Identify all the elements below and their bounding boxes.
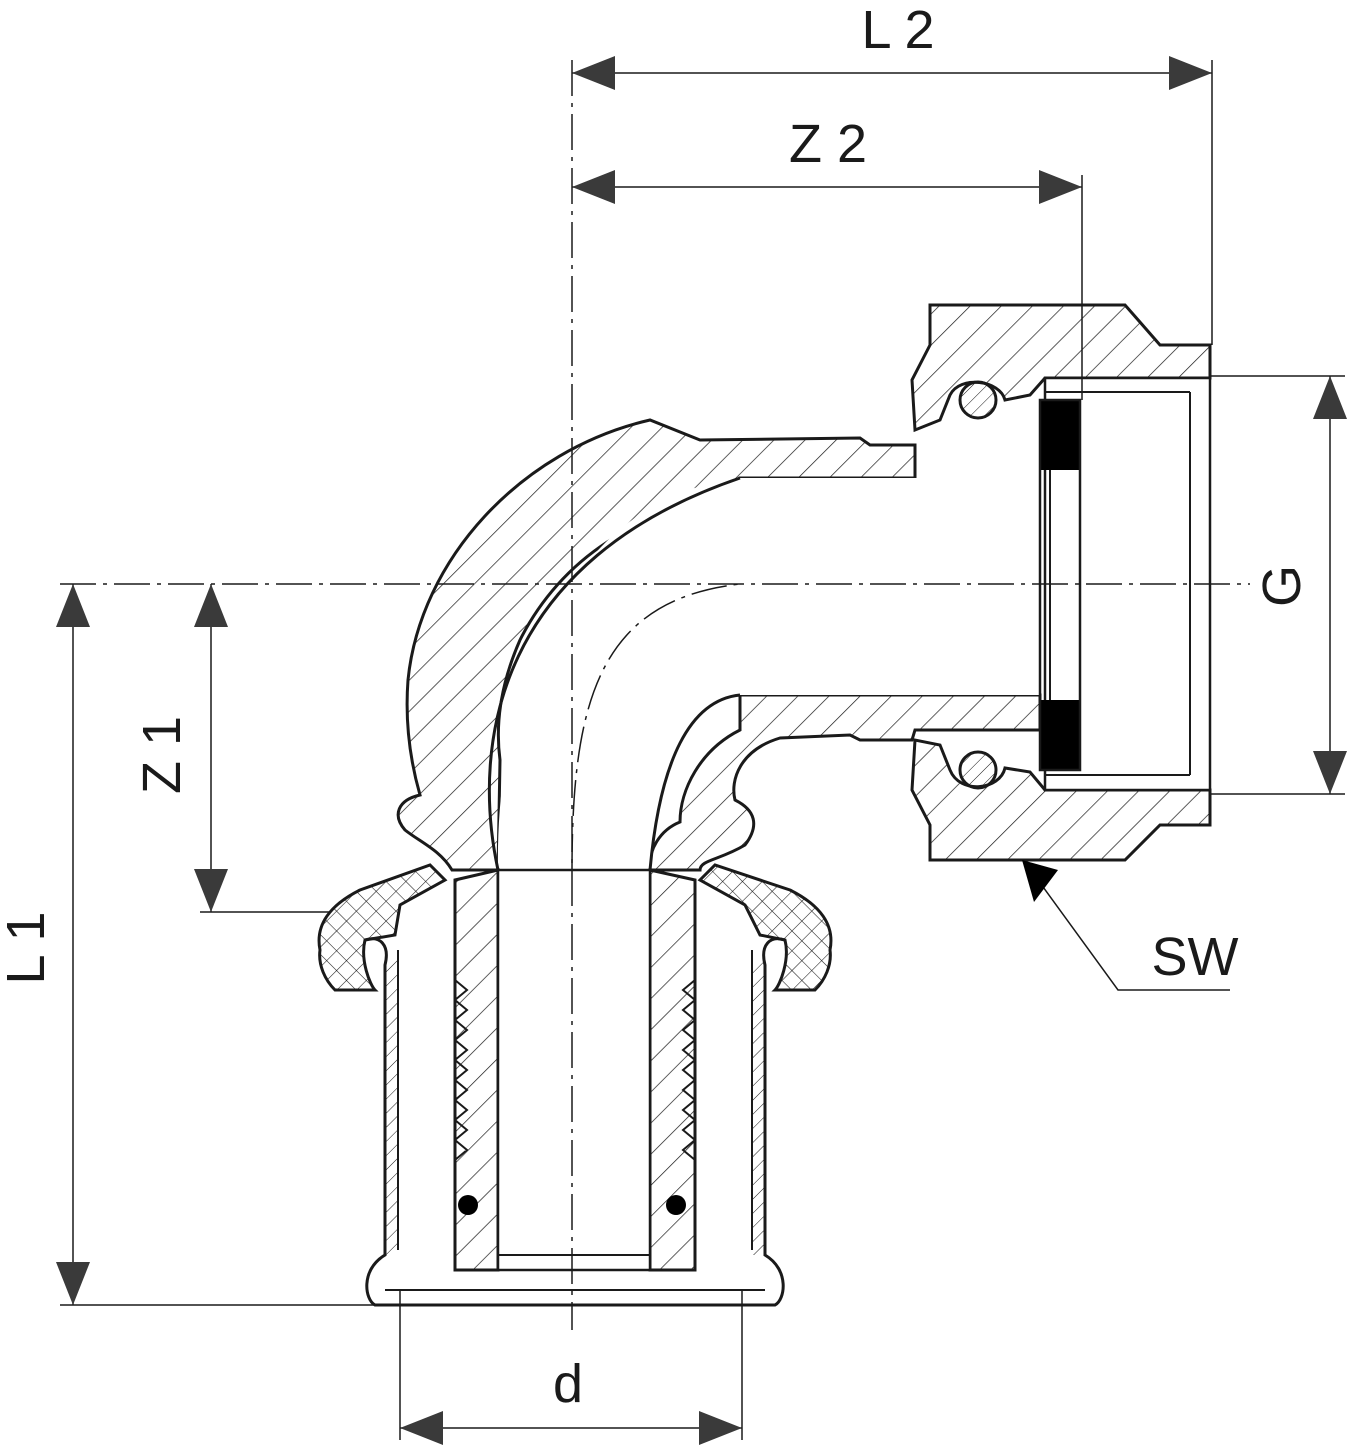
fixing-ring-right — [697, 863, 833, 992]
arrow-G-top — [1313, 376, 1347, 419]
press-connection — [317, 863, 833, 1307]
arrowheads — [56, 56, 1347, 1445]
insert-bore — [496, 868, 652, 1272]
dimension-lines — [60, 60, 1345, 1440]
arrow-L2-right — [1169, 56, 1212, 90]
label-L2: L 2 — [861, 0, 934, 60]
elbow-bore-outline-inner — [648, 693, 741, 871]
label-G: G — [1252, 565, 1312, 607]
elbow-body — [396, 418, 1042, 872]
press-sleeve — [364, 937, 786, 1307]
flat-gasket-bottom — [1040, 700, 1080, 770]
elbow-outer-wall — [396, 418, 917, 872]
arrow-G-bottom — [1313, 751, 1347, 794]
arrow-Z2-right — [1039, 170, 1082, 204]
elbow-inner-wall — [648, 693, 1042, 872]
arrow-SW — [1022, 860, 1058, 902]
o-ring-top — [958, 380, 998, 420]
sleeve-wall-right — [752, 960, 765, 1255]
serration-right — [681, 979, 697, 1161]
arrow-Z1-bottom — [194, 869, 228, 912]
bend-centerline — [571, 583, 741, 871]
dimension-labels: L 2 Z 2 G Z 1 L 1 SW d — [0, 0, 1312, 1414]
o-ring-bottom — [958, 750, 998, 790]
flat-gasket-top — [1040, 400, 1080, 470]
arrow-d-right — [699, 1411, 742, 1445]
label-L1: L 1 — [0, 911, 56, 984]
elbow-bore-curve — [497, 478, 1040, 870]
center-lines — [60, 60, 1250, 1330]
serration-left — [453, 979, 469, 1161]
label-SW: SW — [1152, 927, 1239, 987]
sleeve-wall-left — [385, 960, 398, 1255]
fixing-ring-left — [317, 863, 448, 992]
label-d: d — [553, 1354, 583, 1414]
arrow-L1-bottom — [56, 1262, 90, 1305]
arrow-Z2-left — [572, 170, 615, 204]
arrow-d-left — [400, 1411, 443, 1445]
elbow-bore-outline-outer — [487, 476, 741, 871]
arrow-L1-top — [56, 584, 90, 627]
gasket-frame — [1038, 398, 1082, 772]
label-Z2: Z 2 — [789, 114, 867, 174]
arrow-Z1-top — [194, 584, 228, 627]
insert-o-ring-left — [458, 1195, 478, 1215]
label-Z1: Z 1 — [132, 716, 192, 794]
leader-line-SW — [1037, 879, 1230, 991]
insert-o-ring-right — [666, 1195, 686, 1215]
arrow-L2-left — [572, 56, 615, 90]
